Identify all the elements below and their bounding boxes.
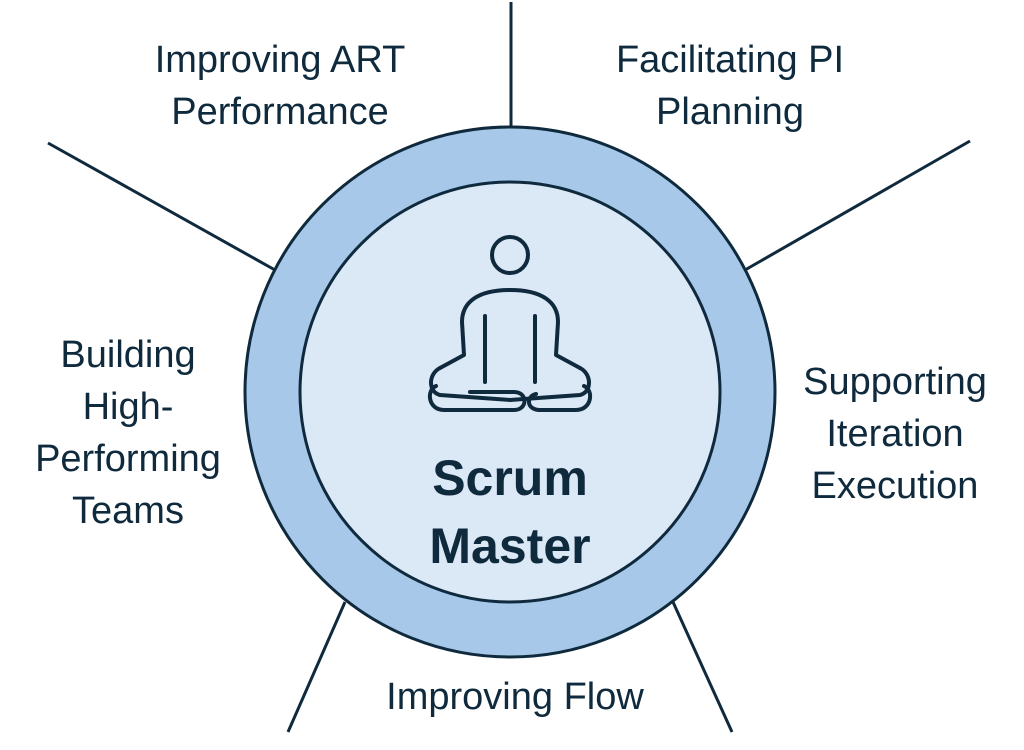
spoke-line-upper-left — [47, 141, 276, 272]
center-title: Scrum Master — [380, 444, 640, 580]
label-line: Execution — [811, 465, 979, 507]
label-line: Planning — [656, 91, 804, 133]
label-line: Performance — [171, 91, 389, 133]
label-line: Improving Flow — [386, 676, 644, 718]
label-line: High- — [82, 386, 174, 428]
spoke-line-lower-left — [286, 601, 347, 733]
spoke-line-lower-right — [671, 601, 734, 733]
label-line: Building — [60, 334, 196, 376]
meditating-person-icon — [427, 235, 593, 412]
label-line: Teams — [72, 490, 184, 532]
label-facilitating-pi-planning: Facilitating PI Planning — [550, 34, 910, 138]
label-line: Improving ART — [154, 39, 406, 81]
label-improving-flow: Improving Flow — [330, 671, 700, 723]
label-line: Supporting — [803, 361, 987, 403]
center-title-line1: Scrum — [432, 450, 588, 506]
spoke-line-upper-right — [744, 139, 971, 272]
center-title-line2: Master — [429, 518, 591, 574]
label-line: Iteration — [826, 413, 964, 455]
label-line: Performing — [35, 438, 221, 480]
label-improving-art-performance: Improving ART Performance — [100, 34, 460, 138]
label-line: Facilitating PI — [615, 39, 845, 81]
label-supporting-iteration-execution: Supporting Iteration Execution — [770, 356, 1020, 512]
label-building-high-performing-teams: Building High- Performing Teams — [8, 329, 248, 537]
